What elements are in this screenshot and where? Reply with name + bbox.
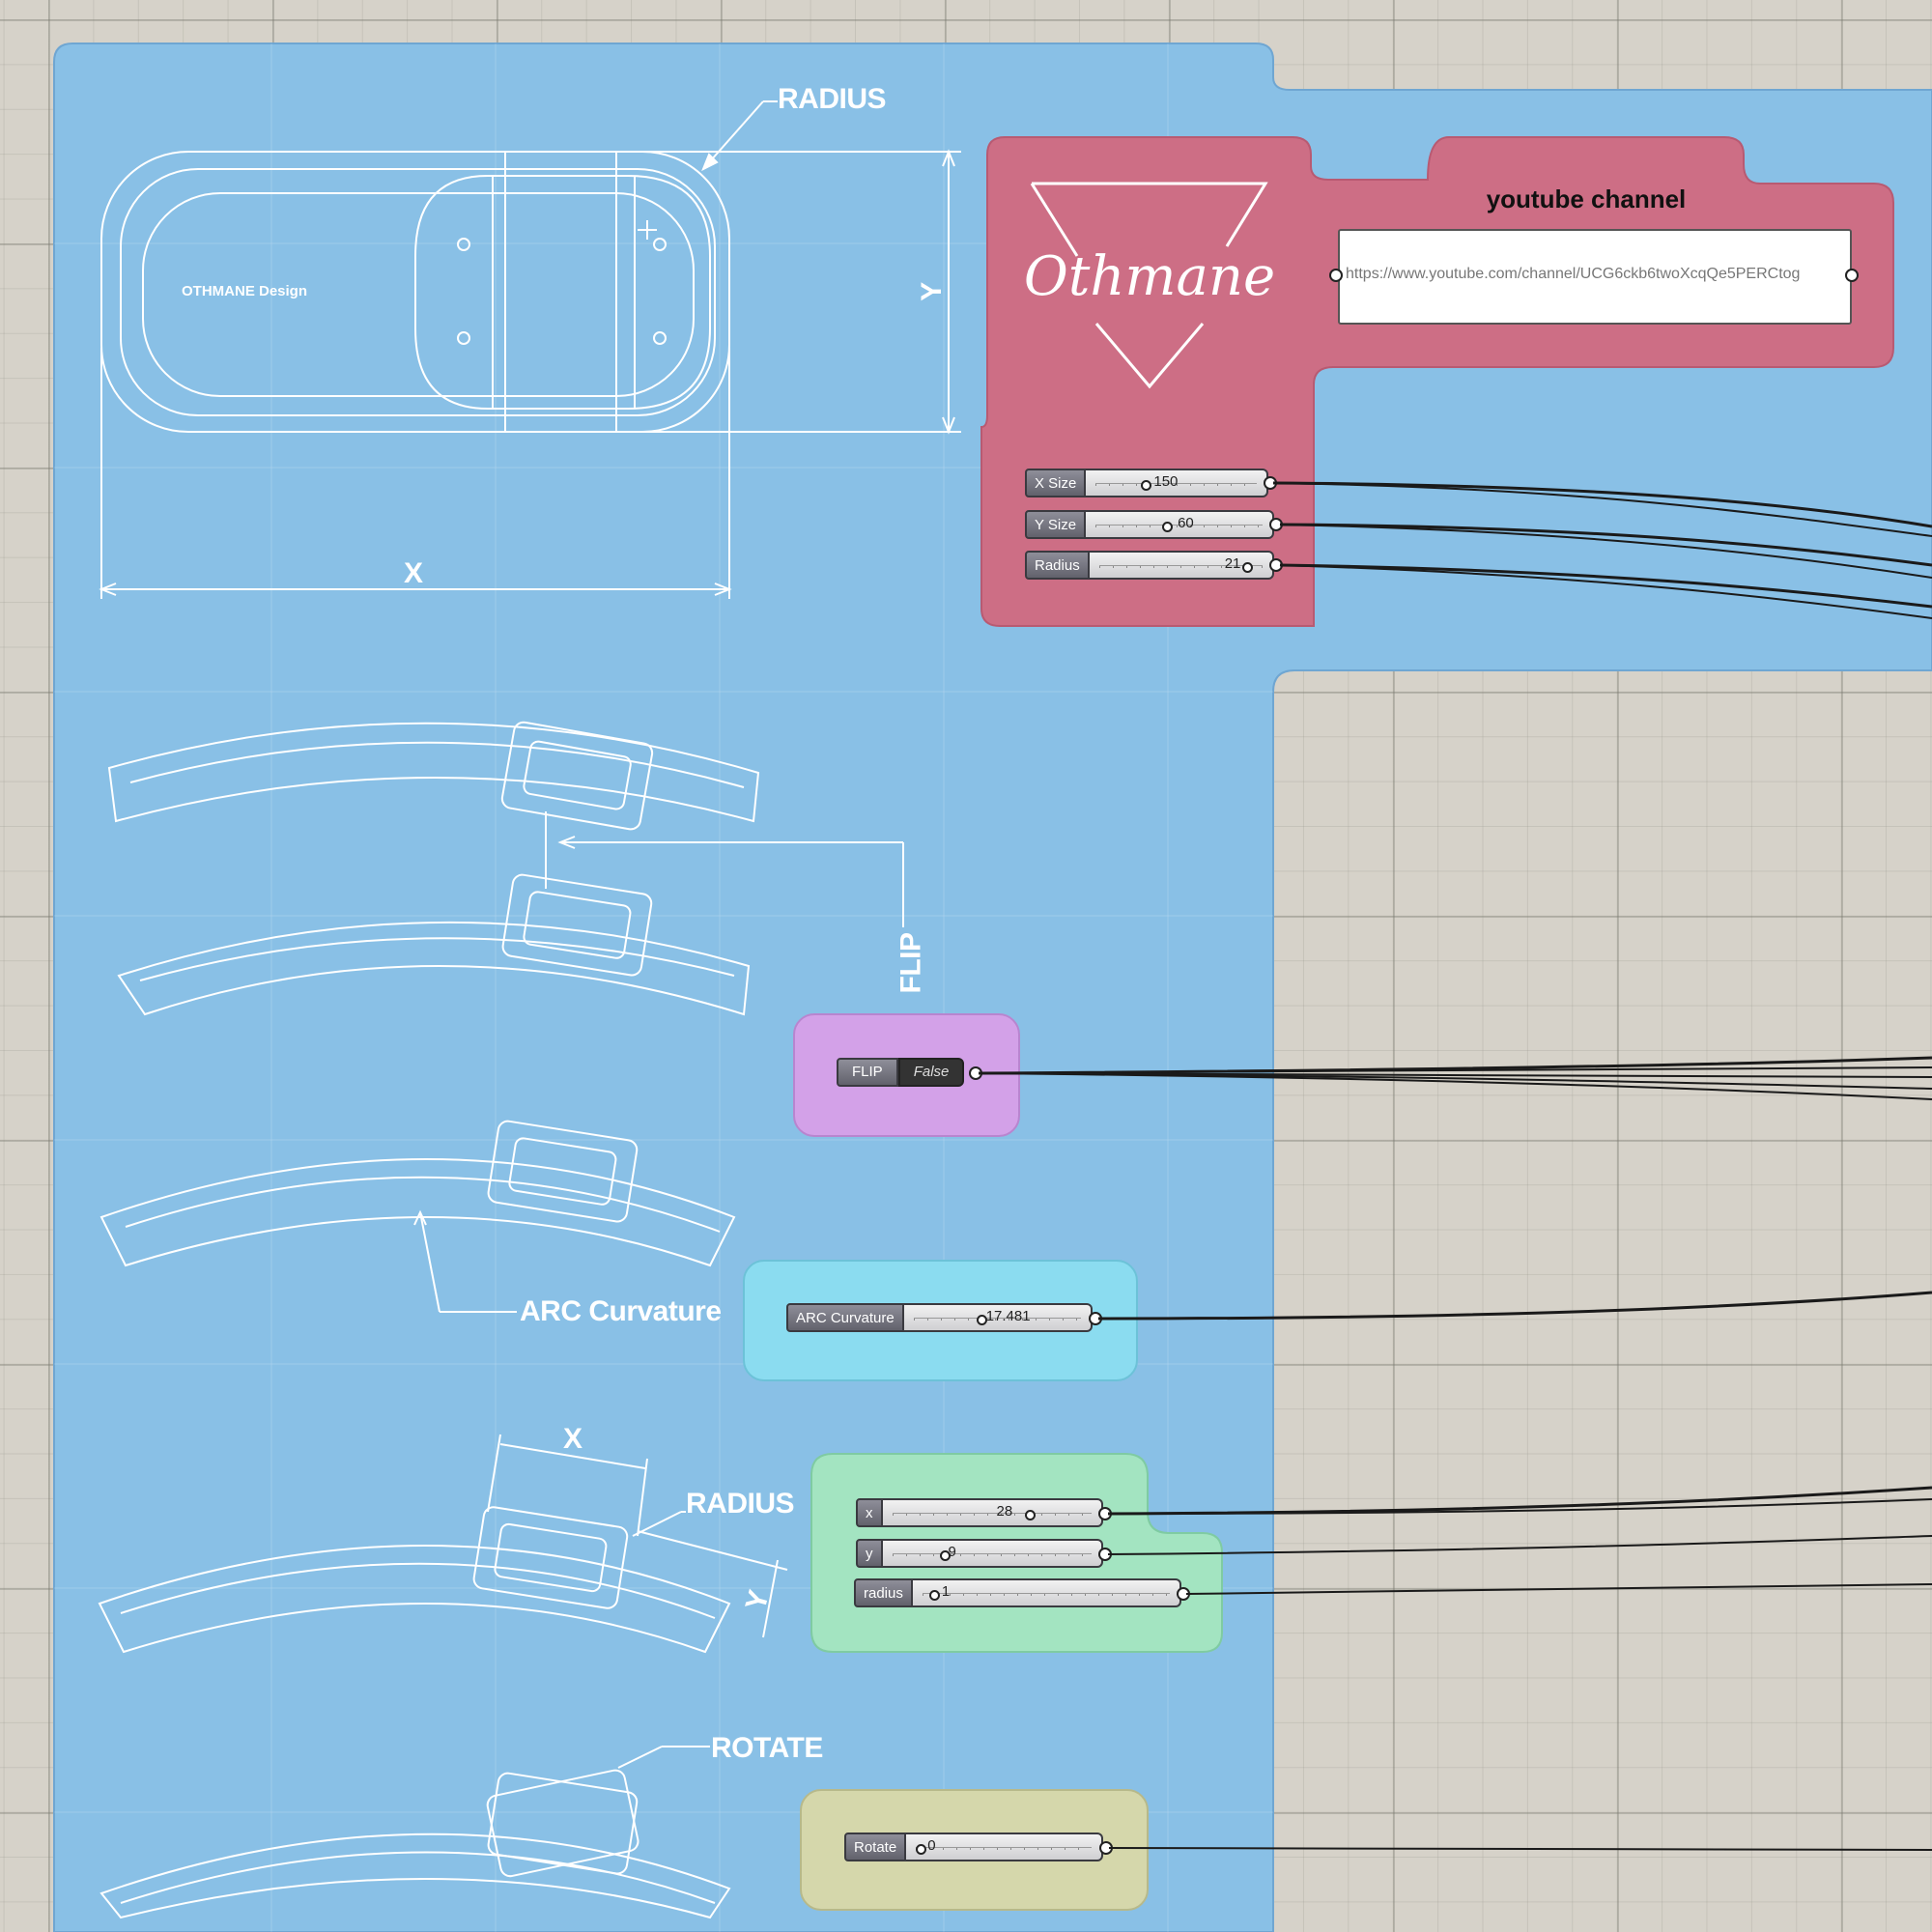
youtube-url-panel[interactable]: https://www.youtube.com/channel/UCG6ckb6… <box>1338 229 1852 325</box>
x-size-slider-value: 150 <box>1153 473 1179 490</box>
x-size-slider-name: X Size <box>1025 469 1087 497</box>
arc-buckle-3 <box>487 1120 639 1223</box>
x-slider[interactable]: x 28 <box>856 1498 1103 1527</box>
brand-text: OTHMANE Design <box>182 283 308 299</box>
rotate-label: ROTATE <box>711 1732 823 1764</box>
x-slider-knob[interactable] <box>1023 1507 1038 1523</box>
technical-drawing <box>98 100 961 1919</box>
url-input-port[interactable] <box>1329 269 1343 282</box>
radius-small-output-port[interactable] <box>1177 1587 1190 1601</box>
arc-band-2 <box>117 921 751 1016</box>
rotate-slider-knob[interactable] <box>913 1841 929 1858</box>
radius-small-slider[interactable]: radius 1 <box>854 1578 1181 1607</box>
radius-slider-name: Radius <box>1025 551 1090 580</box>
flip-toggle-value[interactable]: False <box>897 1058 965 1087</box>
band-outer-outline <box>100 151 730 433</box>
youtube-url-text: https://www.youtube.com/channel/UCG6ckb6… <box>1346 266 1801 282</box>
youtube-title: youtube channel <box>1486 185 1687 213</box>
arc-curvature-slider[interactable]: ARC Curvature 17.481 <box>786 1303 1093 1332</box>
y-size-slider[interactable]: Y Size 60 <box>1025 510 1274 539</box>
arc-buckle-5a <box>487 1772 639 1875</box>
buckle-outline <box>414 175 711 410</box>
arc-band-3 <box>99 1158 736 1267</box>
x-dimension-label: X <box>404 557 423 589</box>
band-inner-outline <box>120 168 716 416</box>
rotate-slider-name: Rotate <box>844 1833 907 1861</box>
bottom-x-label: X <box>563 1423 582 1455</box>
arc-curvature-label: ARC Curvature <box>520 1295 722 1327</box>
radius-small-slider-value: 1 <box>941 1583 951 1600</box>
x-output-port[interactable] <box>1098 1507 1112 1520</box>
y-output-port[interactable] <box>1098 1548 1112 1561</box>
radius-small-slider-knob[interactable] <box>926 1587 943 1604</box>
rotate-slider[interactable]: Rotate 0 <box>844 1833 1103 1861</box>
arc-buckle-5b <box>486 1769 639 1878</box>
arc-buckle-4 <box>472 1506 629 1609</box>
x-size-slider[interactable]: X Size 150 <box>1025 469 1268 497</box>
othmane-logo: Othmane <box>1024 182 1275 389</box>
flip-toggle-name: FLIP <box>837 1058 898 1087</box>
y-size-slider-name: Y Size <box>1025 510 1087 539</box>
top-radius-label: RADIUS <box>778 83 887 115</box>
x-slider-value: 28 <box>996 1503 1013 1520</box>
band-inner-recess <box>142 192 695 397</box>
arc-buckle-2 <box>501 873 653 977</box>
y-slider[interactable]: y 9 <box>856 1539 1103 1568</box>
arc-band-1 <box>107 722 760 823</box>
arc-band-5 <box>99 1833 731 1919</box>
x-slider-name: x <box>856 1498 883 1527</box>
radius-slider[interactable]: Radius 21 <box>1025 551 1274 580</box>
bottom-radius-label: RADIUS <box>686 1488 795 1520</box>
rotate-output-port[interactable] <box>1099 1841 1113 1855</box>
y-size-slider-value: 60 <box>1178 515 1194 531</box>
logo-text: Othmane <box>1024 245 1275 308</box>
arc-buckle-1 <box>500 721 654 831</box>
radius-slider-value: 21 <box>1224 555 1241 572</box>
flip-toggle[interactable]: FLIP False <box>837 1058 965 1087</box>
radius-small-slider-name: radius <box>854 1578 913 1607</box>
arc-curvature-slider-name: ARC Curvature <box>786 1303 904 1332</box>
rotate-slider-value: 0 <box>927 1837 936 1854</box>
url-output-port[interactable] <box>1845 269 1859 282</box>
arc-band-4 <box>98 1545 731 1654</box>
arc-curvature-slider-value: 17.481 <box>985 1308 1031 1324</box>
y-slider-value: 9 <box>948 1544 956 1560</box>
y-slider-name: y <box>856 1539 883 1568</box>
